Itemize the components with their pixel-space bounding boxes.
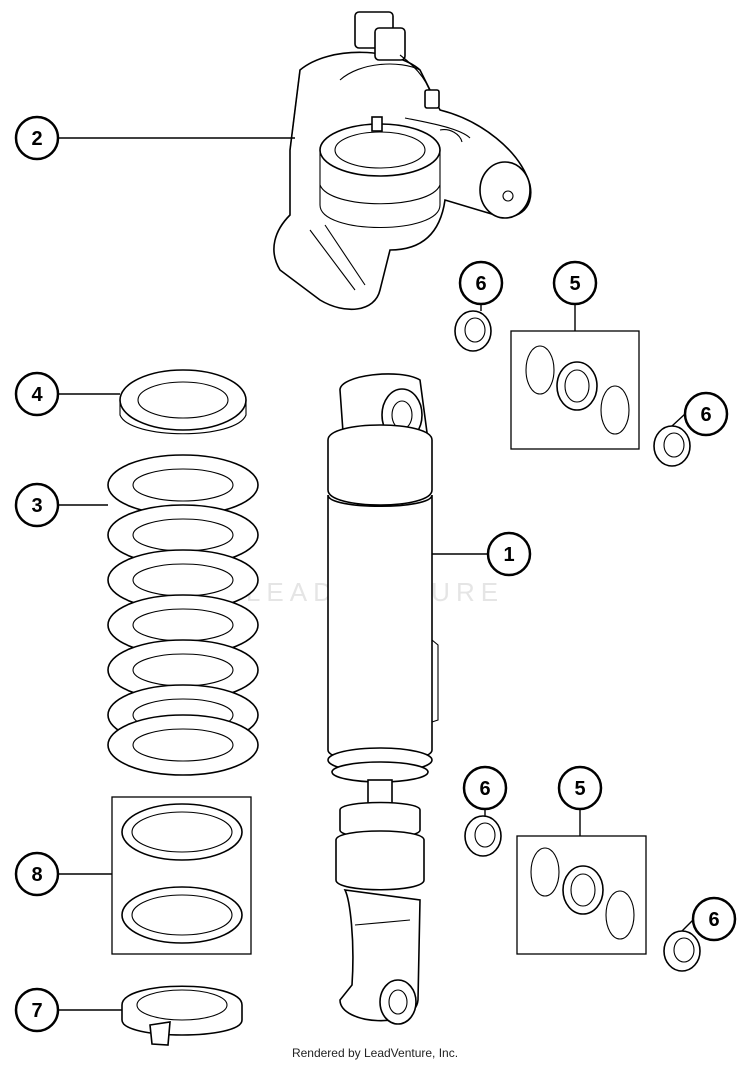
callout-1: 1 [486, 531, 532, 577]
part-3-spring [107, 454, 259, 776]
callout-label: 5 [574, 778, 585, 800]
callout-label: 8 [31, 864, 42, 886]
footer-credit: Rendered by LeadVenture, Inc. [291, 1046, 459, 1060]
callout-3: 3 [14, 482, 60, 528]
callout-6-top-right: 6 [683, 391, 729, 437]
callout-5-bottom: 5 [557, 765, 603, 811]
part-2-reservoir [273, 11, 532, 311]
callout-label: 3 [31, 495, 42, 517]
callout-label: 7 [31, 1000, 42, 1022]
part-8-shims [111, 796, 252, 955]
callout-2: 2 [14, 115, 60, 161]
callout-label: 4 [31, 384, 43, 406]
leader-lines [59, 137, 695, 1011]
callout-label: 1 [503, 544, 514, 566]
callout-5-top: 5 [552, 260, 598, 306]
callout-label: 6 [700, 404, 711, 426]
part-5-bearing-kit-bottom [516, 835, 647, 955]
callout-8: 8 [14, 851, 60, 897]
callout-6-bottom-right: 6 [691, 896, 737, 942]
callout-6-top-left: 6 [458, 260, 504, 306]
callout-label: 6 [708, 909, 719, 931]
part-5-bearing-kit-top [510, 330, 640, 450]
callout-label: 5 [569, 273, 580, 295]
callout-label: 6 [475, 273, 486, 295]
part-1-shock-body [327, 373, 439, 1025]
callout-label: 6 [479, 778, 490, 800]
part-4-spring-retainer [119, 369, 247, 435]
part-6-seals [454, 310, 701, 972]
part-7-lower-seat [121, 985, 243, 1046]
callout-6-bottom-left: 6 [462, 765, 508, 811]
callout-7: 7 [14, 987, 60, 1033]
callout-label: 2 [31, 128, 42, 150]
callout-4: 4 [14, 371, 60, 417]
